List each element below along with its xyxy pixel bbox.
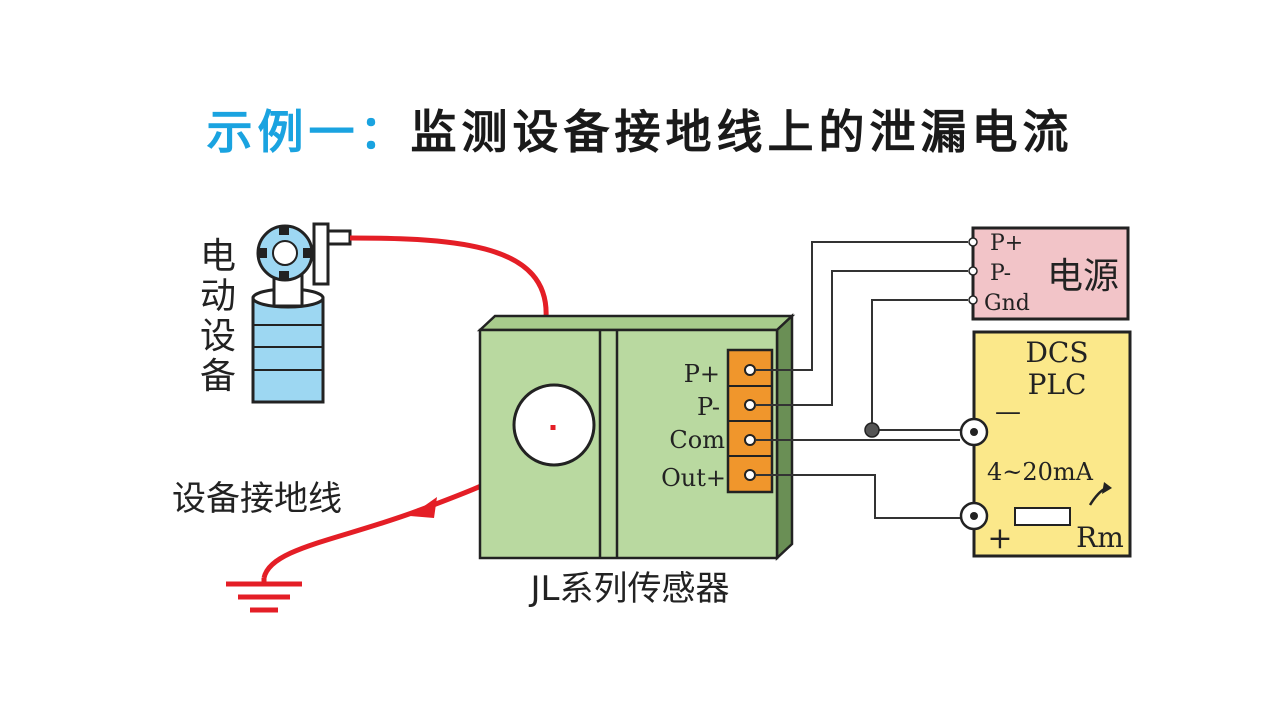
power-terminal-p-plus: P+ <box>990 231 1023 256</box>
sensor-label: JL系列传感器 <box>529 569 730 609</box>
sensor-terminal-p-plus: P+ <box>684 360 720 388</box>
sensor-terminal-com: Com <box>669 426 725 454</box>
resistor-label: Rm <box>1076 521 1124 554</box>
sensor-terminal-p-minus: P- <box>697 393 720 421</box>
minus-terminal-label: — <box>995 397 1021 427</box>
motor-label-1: 电 <box>200 236 236 277</box>
signal-wires <box>755 241 1116 519</box>
terminal-block <box>726 348 774 494</box>
ground-symbol-icon <box>226 578 302 613</box>
power-supply-label: 电源 <box>1047 256 1119 297</box>
loop-arrow-icon <box>1102 482 1112 494</box>
current-arrow-icon <box>410 497 437 518</box>
motor-label-2: 动 <box>200 276 236 317</box>
power-supply-box <box>971 226 1130 321</box>
motor-icon <box>251 222 352 404</box>
motor-label-4: 备 <box>200 356 236 397</box>
sensor-terminal-out-plus: Out+ <box>661 464 726 492</box>
page-title: 示例一：监测设备接地线上的泄漏电流 <box>0 96 1280 162</box>
resistor-icon <box>1014 507 1071 526</box>
title-text: 监测设备接地线上的泄漏电流 <box>410 105 1074 159</box>
current-range-label: 4~20mA <box>987 458 1094 486</box>
motor-label-3: 设 <box>200 316 236 357</box>
junction-dot <box>864 422 880 438</box>
power-terminal-p-minus: P- <box>990 261 1011 286</box>
power-terminal-gnd: Gnd <box>984 291 1030 316</box>
ground-wire-label: 设备接地线 <box>172 479 342 519</box>
ground-wire-upper <box>349 235 549 319</box>
plc-label: PLC <box>1028 368 1087 401</box>
dcs-label: DCS <box>1025 336 1088 369</box>
plus-terminal-label: + <box>987 521 1012 556</box>
title-prefix: 示例一： <box>206 105 411 159</box>
